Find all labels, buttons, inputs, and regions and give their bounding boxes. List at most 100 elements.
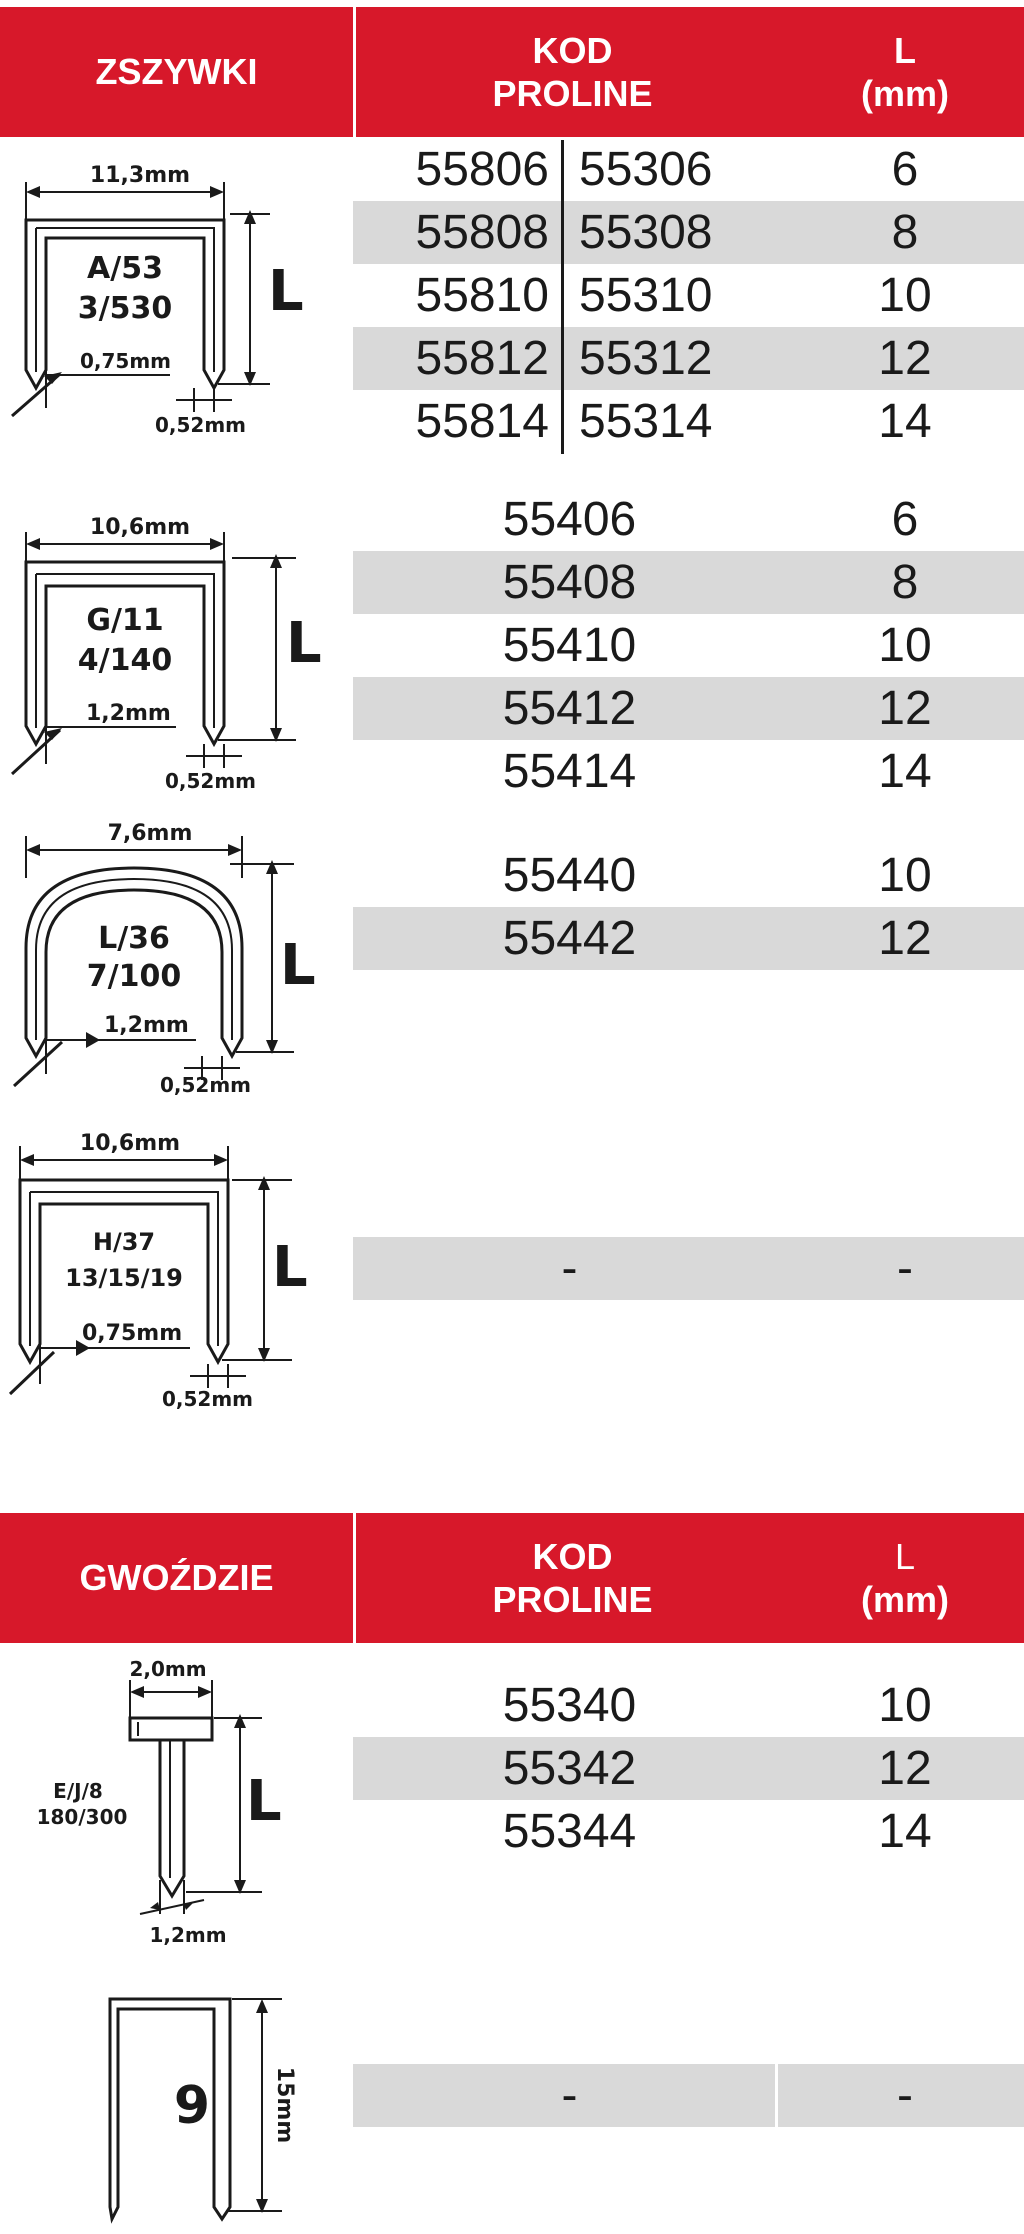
code-cell: 55306: [579, 143, 713, 196]
length-cell: 14: [878, 395, 932, 448]
table-row: 55406 6: [353, 488, 1024, 551]
length-cell: 10: [878, 1679, 932, 1732]
type-line1: L/36: [98, 921, 170, 956]
table-row: 55410 10: [353, 614, 1024, 677]
staple-a53-diagram: 11,3mm A/53 3/530 L 0,75mm 0,52mm: [11, 163, 304, 437]
length-cell: 10: [878, 269, 932, 322]
code-cell: 55810: [415, 269, 549, 322]
type-line1: G/11: [86, 603, 163, 638]
code-cell: 55808: [415, 206, 549, 259]
length-cell: 10: [878, 849, 932, 902]
code-cell: 55408: [502, 556, 637, 609]
staple-l36-diagram: 7,6mm L/36 7/100 L 1,2mm 0,52mm: [12, 821, 316, 1097]
length-label: L: [268, 259, 304, 324]
header-length-col: L(mm): [786, 7, 1024, 137]
table-row: 55812 55312 12: [353, 327, 1024, 390]
code-cell: -: [561, 1242, 578, 1295]
wire-label: 0,75mm: [80, 349, 171, 373]
table-row: 55806 55306 6: [353, 138, 1024, 201]
type-label: 9: [174, 2076, 210, 2136]
code-cell: 55414: [502, 745, 637, 798]
table-row: 55408 8: [353, 551, 1024, 614]
type-line1: E/J/8: [53, 1779, 103, 1803]
header-length-line1: L: [894, 29, 916, 71]
type-line2: 4/140: [78, 643, 172, 678]
code-cell: 55812: [415, 332, 549, 385]
width-label: 11,3mm: [90, 163, 190, 188]
length-cell: 12: [878, 332, 932, 385]
table-row: 55808 55308 8: [353, 201, 1024, 264]
header-type-col: GWOŹDZIE: [0, 1513, 353, 1643]
table-row: 55442 12: [353, 907, 1024, 970]
nail-ej8-diagram: 2,0mm L E/J/8 180/300 1,2mm: [37, 1657, 282, 1947]
header-type-col: ZSZYWKI: [0, 7, 353, 137]
code-cell: 55342: [502, 1742, 637, 1795]
length-cell: 12: [878, 682, 932, 735]
length-cell: 6: [891, 143, 919, 196]
length-label: L: [272, 1235, 308, 1300]
tip-label: 0,52mm: [160, 1073, 251, 1097]
code-cell: 55344: [502, 1805, 637, 1858]
table-row: 55340 10: [353, 1674, 1024, 1737]
row-shade: [353, 677, 1024, 740]
table-row: 55810 55310 10: [353, 264, 1024, 327]
code-cell: 55442: [502, 912, 637, 965]
head-label: 2,0mm: [129, 1657, 206, 1681]
length-cell: 14: [878, 1805, 932, 1858]
code-divider: [561, 140, 564, 454]
code-cell: 55406: [502, 493, 637, 546]
header-length-line2: (mm): [861, 1579, 949, 1620]
staple-h37-diagram: 10,6mm H/37 13/15/19 L 0,75mm 0,52mm: [8, 1131, 308, 1411]
length-cell: 14: [878, 745, 932, 798]
length-cell: -: [897, 2069, 913, 2122]
row-shade: [353, 551, 1024, 614]
code-cell: 55412: [502, 682, 637, 735]
row-shade: [353, 327, 1024, 390]
table-row: 55342 12: [353, 1737, 1024, 1800]
code-cell: 55312: [579, 332, 713, 385]
type-line1: H/37: [93, 1228, 155, 1256]
length-cell: 6: [891, 493, 919, 546]
tip-label: 0,52mm: [155, 413, 246, 437]
length-cell: -: [897, 1242, 913, 1295]
code-cell: 55340: [502, 1679, 637, 1732]
shank-label: 1,2mm: [149, 1923, 226, 1947]
table-row: 55414 14: [353, 740, 1024, 803]
length-cell: 8: [891, 206, 919, 259]
header-length-line1: L: [894, 1535, 916, 1577]
width-label: 7,6mm: [108, 821, 193, 846]
length-cell: 8: [891, 556, 919, 609]
header-code-line1: KOD: [532, 1535, 613, 1577]
code-cell: 55440: [502, 849, 637, 902]
length-cell: 12: [878, 1742, 932, 1795]
table-row: - -: [353, 1237, 1024, 1300]
length-label: L: [246, 1769, 282, 1834]
row-shade: [353, 2064, 1024, 2127]
tip-label: 0,52mm: [165, 769, 256, 793]
code-cell: 55814: [415, 395, 549, 448]
length-cell: 12: [878, 912, 932, 965]
type-line2: 180/300: [37, 1805, 128, 1829]
header-length-col: L(mm): [786, 1513, 1024, 1643]
header-code-line2: PROLINE: [492, 73, 653, 114]
length-label: L: [280, 933, 316, 998]
row-shade: [353, 1237, 1024, 1300]
row-shade: [353, 201, 1024, 264]
table-row: 55344 14: [353, 1800, 1024, 1863]
code-cell: 55410: [502, 619, 637, 672]
wire-label: 1,2mm: [104, 1013, 189, 1038]
header-code-line1: KOD: [532, 29, 613, 71]
width-label: 10,6mm: [90, 515, 190, 540]
length-cell: 10: [878, 619, 932, 672]
nail-9-diagram: 9 15mm: [108, 1997, 297, 2224]
header-length-line2: (mm): [861, 73, 949, 114]
length-label: L: [286, 611, 322, 676]
type-line1: A/53: [87, 251, 163, 286]
table-row: 55814 55314 14: [353, 390, 1024, 453]
code-cell: 55314: [579, 395, 713, 448]
code-cell: 55310: [579, 269, 713, 322]
tip-label: 0,52mm: [162, 1387, 253, 1411]
